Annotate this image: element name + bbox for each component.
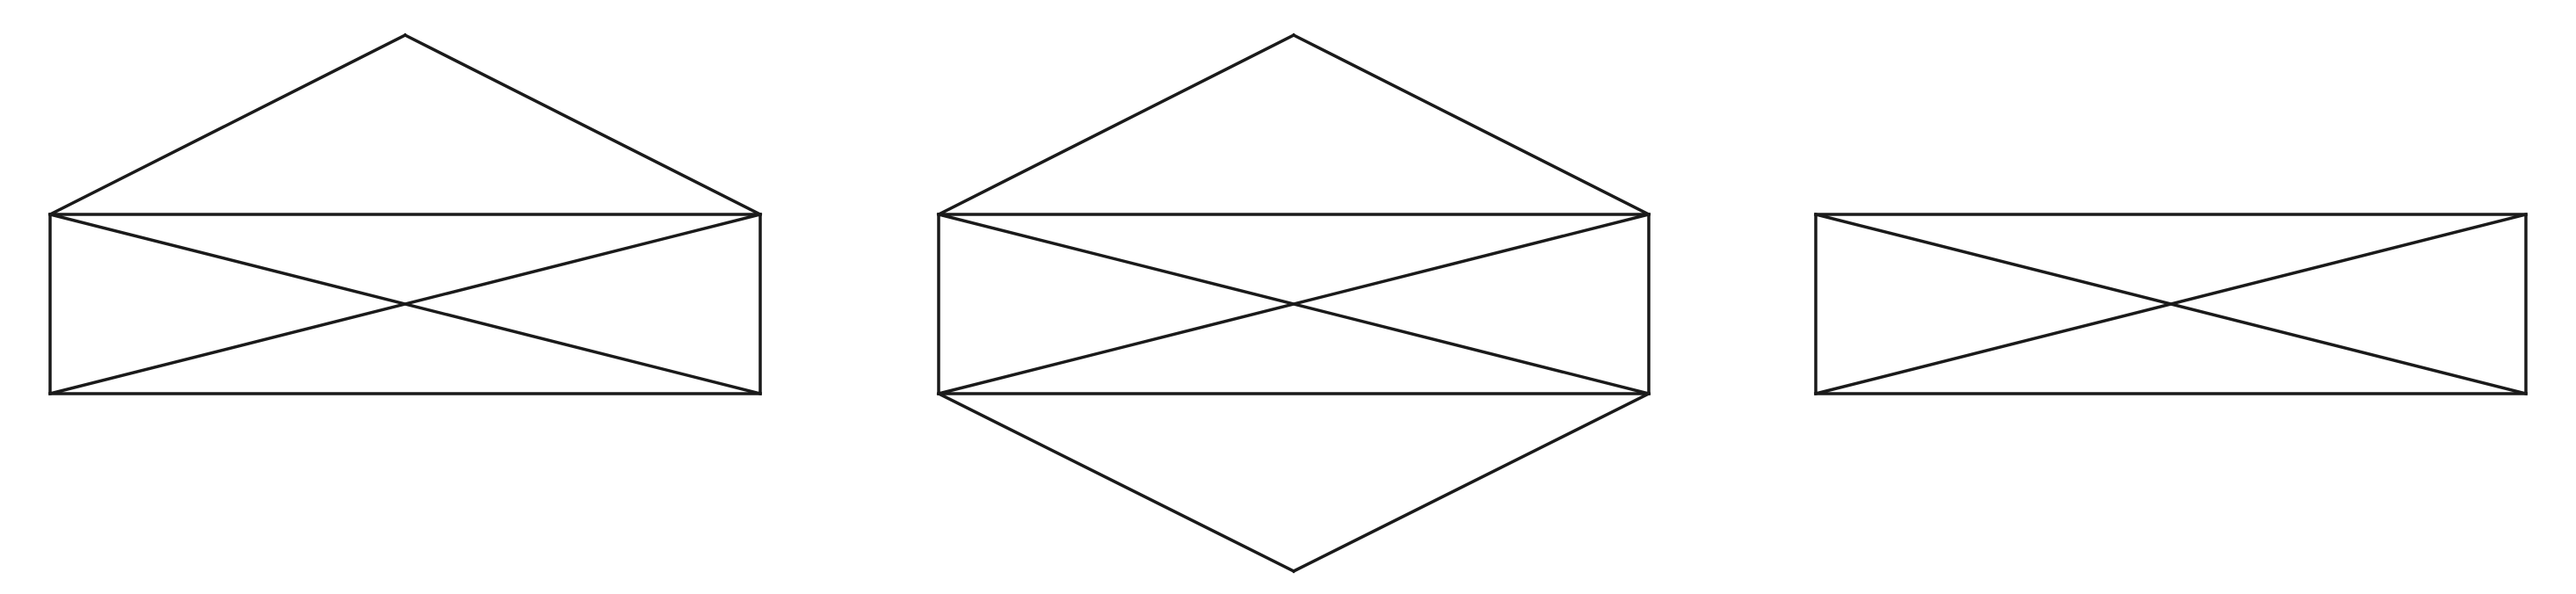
diagonal-ascending (47, 212, 763, 396)
diagonal-ascending (936, 212, 1651, 396)
top-triangle-right-side (1291, 33, 1651, 217)
hexagon-figure (936, 33, 1651, 574)
top-triangle-left-side (936, 33, 1296, 217)
bottom-triangle-right-side (1291, 391, 1651, 574)
envelope-figure (47, 33, 763, 396)
diagonal-ascending (1813, 212, 2529, 396)
figures-group (47, 33, 2529, 574)
top-triangle-right-side (403, 33, 763, 217)
crossed-rectangle-figure (1813, 212, 2529, 396)
bottom-triangle-left-side (936, 391, 1296, 574)
top-triangle-left-side (47, 33, 408, 217)
